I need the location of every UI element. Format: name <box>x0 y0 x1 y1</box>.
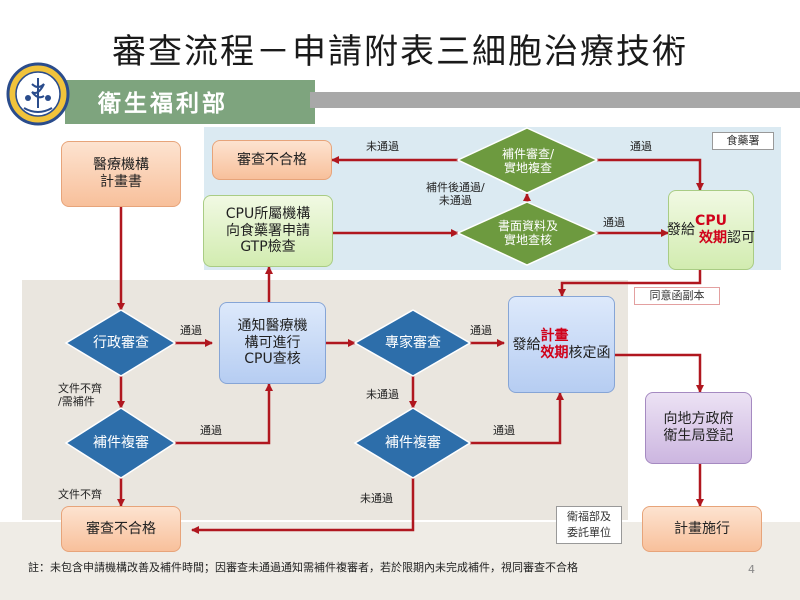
plan-letter-box: 發給計畫 效期核定函 <box>508 296 615 393</box>
fda-panel-label: 食藥署 <box>712 132 774 150</box>
label-passed-top: 通過 <box>630 140 652 153</box>
label-passed-inspection: 通過 <box>603 216 625 229</box>
supp-review-mid-label: 補件複審 <box>385 434 441 451</box>
hospital-plan-box: 醫療機構 計畫書 <box>61 141 181 207</box>
doc-inspection-label: 書面資料及 實地查核 <box>497 218 558 247</box>
label-docs-incomplete: 文件不齊 /需補件 <box>58 382 102 409</box>
plan-letter-text: 發給計畫 效期核定函 <box>513 328 611 362</box>
expert-review-label: 專家審查 <box>385 334 441 351</box>
supp-review-left-diamond <box>64 407 177 479</box>
admin-review-diamond <box>64 309 177 377</box>
footnote: 註：未包含申請機構改善及補件時間；因審查未通過通知需補件複審者，若於限期內未完成… <box>28 561 578 574</box>
reject-bottom-box: 審查不合格 <box>61 506 181 552</box>
expert-review-diamond <box>353 309 472 377</box>
arrow-supp-to-notify <box>175 383 273 445</box>
plan-letter-prefix: 發給 <box>512 336 541 353</box>
supp-review-left-label: 補件複審 <box>93 434 149 451</box>
cpu-permit-text: 發給CPU 效期認可 <box>667 213 755 247</box>
consent-copy-label: 同意函副本 <box>634 287 720 305</box>
label-not-passed-top: 未通過 <box>366 140 399 153</box>
doc-inspection-diamond <box>456 201 599 266</box>
plan-letter-suffix: 核定函 <box>568 344 611 361</box>
label-supp-passed-or-not: 補件後通過/ 未通過 <box>426 181 485 208</box>
plan-execute-box: 計畫施行 <box>642 506 762 552</box>
arrow-permit-to-letter <box>558 270 702 297</box>
local-register-box: 向地方政府 衛生局登記 <box>645 392 752 464</box>
label-passed-expert: 通過 <box>470 324 492 337</box>
mohw-panel-label: 衛福部及 委託單位 <box>556 506 622 544</box>
label-passed-admin: 通過 <box>180 324 202 337</box>
cpu-permit-prefix: 發給 <box>667 222 696 238</box>
arrow-suppmid-to-reject <box>191 478 415 534</box>
notify-hospital-box: 通知醫療機 構可進行 CPU查核 <box>219 302 326 384</box>
page-number: 4 <box>748 563 755 576</box>
ministry-name: 衛生福利部 <box>98 91 228 117</box>
ministry-logo <box>6 62 70 126</box>
header-divider <box>310 92 800 108</box>
admin-review-label: 行政審查 <box>93 334 149 351</box>
cpu-permit-emphasis: CPU 效期 <box>695 213 727 246</box>
page-title: 審查流程－申請附表三細胞治療技術 <box>112 32 688 72</box>
cpu-permit-suffix: 認可 <box>726 230 755 246</box>
label-not-passed-expert: 未通過 <box>366 388 399 401</box>
reject-top-box: 審查不合格 <box>212 140 332 180</box>
supp-review-top-diamond <box>456 127 599 194</box>
label-passed-supp-mid: 通過 <box>493 424 515 437</box>
cpu-gtp-box: CPU所屬機構 向食藥署申請 GTP檢查 <box>203 195 333 267</box>
label-not-passed-supp-mid: 未通過 <box>360 492 393 505</box>
plan-letter-emphasis: 計畫 效期 <box>540 327 569 361</box>
arrow-suppmid-to-letter <box>470 392 564 445</box>
label-docs-not-complete: 文件不齊 <box>58 488 102 501</box>
ministry-bar <box>65 80 315 124</box>
supp-review-mid-diamond <box>353 407 472 479</box>
arrow-letter-to-register <box>615 353 704 393</box>
supp-review-top-label: 補件審查/ 實地複查 <box>501 146 555 175</box>
arrow-supptop-to-permit <box>597 158 704 191</box>
label-passed-supp-left: 通過 <box>200 424 222 437</box>
cpu-permit-box: 發給CPU 效期認可 <box>667 190 755 270</box>
